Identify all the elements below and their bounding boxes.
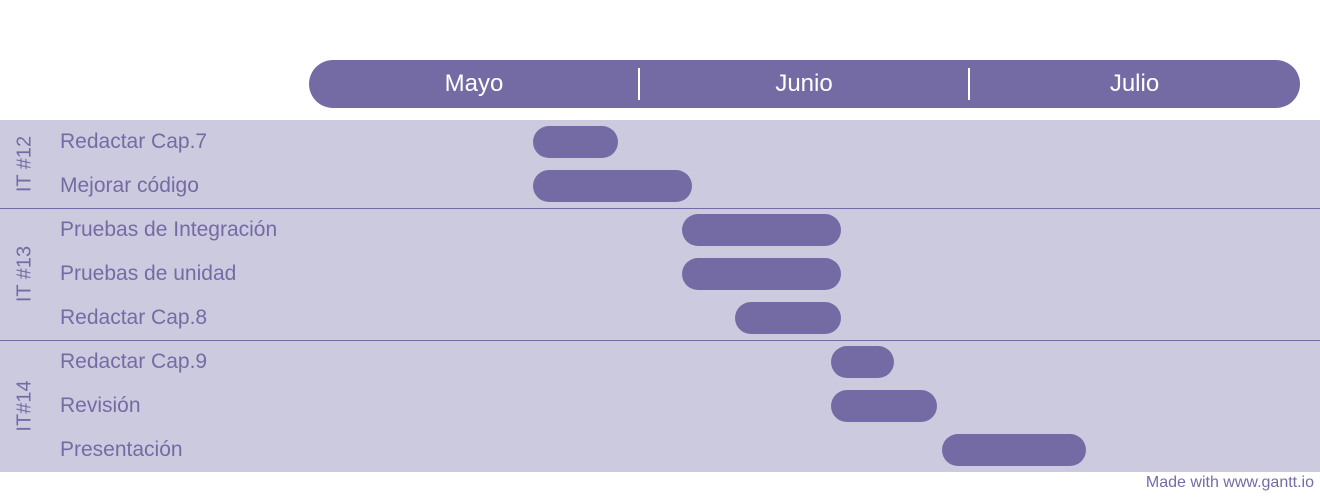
task-label: Redactar Cap.7 [60,130,208,153]
task-label: Pruebas de unidad [60,262,237,285]
month-divider [638,68,640,100]
iteration-label: IT #13 [13,245,36,303]
task-bar[interactable] [830,346,895,378]
task-bar[interactable] [942,434,1087,466]
task-bar[interactable] [681,258,842,290]
group-divider [0,208,1320,209]
iteration-label: IT #12 [13,135,36,193]
task-label: Revisión [60,394,141,417]
month-label: Junio [775,70,833,97]
task-label: Redactar Cap.9 [60,350,208,373]
task-label: Redactar Cap.8 [60,306,208,329]
task-label: Mejorar código [60,174,199,197]
task-bar[interactable] [681,214,842,246]
task-label: Presentación [60,438,183,461]
task-label: Pruebas de Integración [60,218,278,241]
month-label: Julio [1109,70,1160,97]
month-divider [968,68,970,100]
iteration-label: IT#14 [13,380,36,432]
timeline-header: Mayo Junio Julio [309,60,1300,108]
month-label: Mayo [444,70,504,97]
group-divider [0,340,1320,341]
task-bar[interactable] [830,390,938,422]
task-bar[interactable] [532,126,618,158]
task-bar[interactable] [734,302,842,334]
footer-credit[interactable]: Made with www.gantt.io [1145,474,1314,491]
task-bar[interactable] [532,170,693,202]
